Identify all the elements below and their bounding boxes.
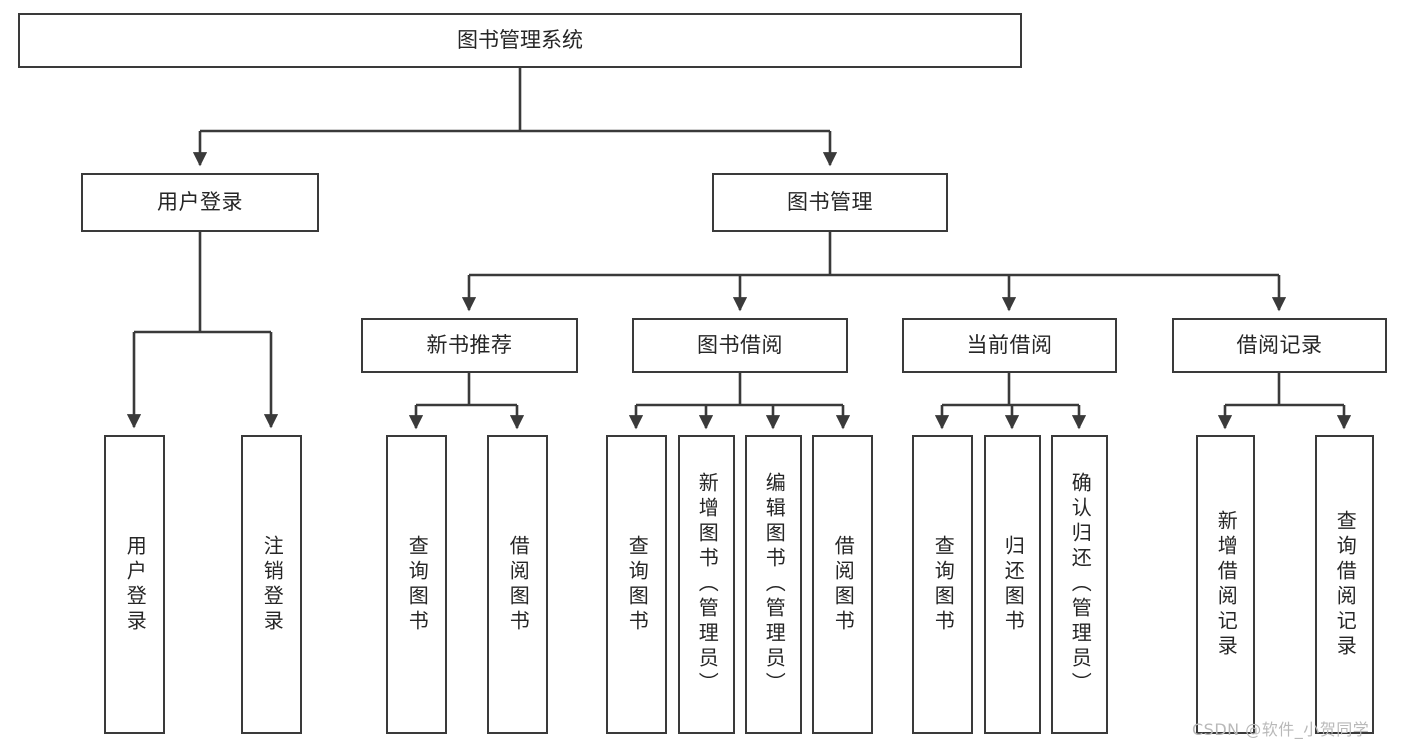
- leaf-query-book-current-label: 查询图书: [931, 534, 956, 635]
- new-book-recommend[interactable]: 新书推荐: [361, 318, 578, 373]
- book-borrow-label: 图书借阅: [697, 333, 783, 358]
- leaf-user-login[interactable]: 用户登录: [104, 435, 165, 734]
- root[interactable]: 图书管理系统: [18, 13, 1022, 68]
- book-manage[interactable]: 图书管理: [712, 173, 948, 232]
- new-book-recommend-label: 新书推荐: [426, 333, 513, 358]
- current-borrow[interactable]: 当前借阅: [902, 318, 1117, 373]
- borrow-record[interactable]: 借阅记录: [1172, 318, 1387, 373]
- leaf-edit-book-admin[interactable]: 编辑图书（管理员）: [745, 435, 802, 734]
- leaf-borrow-book-label: 借阅图书: [831, 534, 856, 635]
- leaf-confirm-return-admin-label: 确认归还（管理员）: [1068, 472, 1093, 697]
- csdn-watermark: CSDN @软件_小贺同学: [1192, 720, 1370, 739]
- current-borrow-label: 当前借阅: [966, 333, 1053, 358]
- leaf-query-borrow-record-label: 查询借阅记录: [1333, 509, 1358, 660]
- book-borrow[interactable]: 图书借阅: [632, 318, 848, 373]
- leaf-query-borrow-record[interactable]: 查询借阅记录: [1315, 435, 1374, 734]
- leaf-user-login-label: 用户登录: [123, 534, 148, 635]
- borrow-record-label: 借阅记录: [1236, 333, 1323, 358]
- leaf-confirm-return-admin[interactable]: 确认归还（管理员）: [1051, 435, 1108, 734]
- leaf-query-book-current[interactable]: 查询图书: [912, 435, 973, 734]
- leaf-borrow-book-recommend[interactable]: 借阅图书: [487, 435, 548, 734]
- leaf-borrow-book-recommend-label: 借阅图书: [506, 534, 531, 635]
- root-label: 图书管理系统: [457, 28, 583, 53]
- leaf-logout[interactable]: 注销登录: [241, 435, 302, 734]
- leaf-logout-label: 注销登录: [260, 534, 285, 635]
- user-login-label: 用户登录: [157, 190, 243, 215]
- leaf-add-book-admin[interactable]: 新增图书（管理员）: [678, 435, 735, 734]
- leaf-return-book[interactable]: 归还图书: [984, 435, 1041, 734]
- leaf-add-borrow-record-label: 新增借阅记录: [1214, 509, 1239, 660]
- leaf-query-book-recommend-label: 查询图书: [405, 534, 430, 635]
- leaf-edit-book-admin-label: 编辑图书（管理员）: [762, 472, 787, 697]
- leaf-query-book-recommend[interactable]: 查询图书: [386, 435, 447, 734]
- leaf-borrow-book[interactable]: 借阅图书: [812, 435, 873, 734]
- leaf-query-book-borrow[interactable]: 查询图书: [606, 435, 667, 734]
- leaf-query-book-borrow-label: 查询图书: [625, 534, 650, 635]
- user-login[interactable]: 用户登录: [81, 173, 319, 232]
- book-manage-label: 图书管理: [787, 190, 873, 215]
- leaf-add-book-admin-label: 新增图书（管理员）: [695, 472, 720, 697]
- leaf-add-borrow-record[interactable]: 新增借阅记录: [1196, 435, 1255, 734]
- leaf-return-book-label: 归还图书: [1001, 534, 1026, 635]
